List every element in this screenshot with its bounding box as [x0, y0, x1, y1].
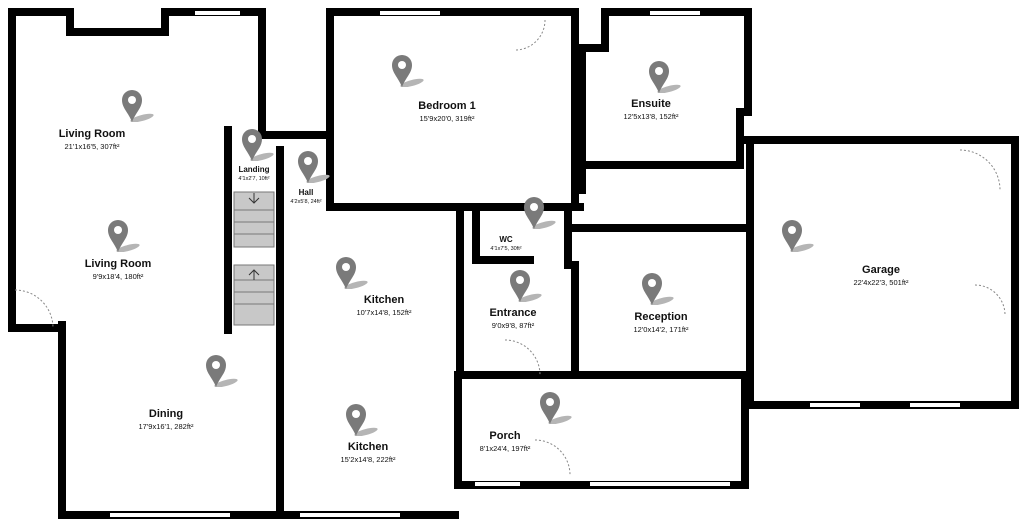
stairs: [233, 191, 275, 326]
room-garage[interactable]: Garage 22'4x22'3, 501ft²: [854, 264, 909, 287]
room-name: Landing: [238, 165, 270, 174]
map-pin-icon[interactable]: [240, 127, 276, 162]
room-ensuite[interactable]: Ensuite 12'5x13'8, 152ft²: [624, 98, 679, 121]
room-reception[interactable]: Reception 12'0x14'2, 171ft²: [634, 311, 689, 334]
map-pin-icon[interactable]: [390, 53, 426, 88]
room-dimensions: 15'9x20'0, 319ft²: [419, 114, 475, 123]
room-dimensions: 22'4x22'3, 501ft²: [853, 278, 909, 287]
room-landing[interactable]: Landing 4'1x2'7, 10ft²: [238, 165, 269, 182]
map-pin-icon[interactable]: [538, 390, 574, 425]
room-living-room-1[interactable]: Living Room 21'1x16'5, 307ft²: [59, 128, 126, 151]
room-kitchen-1[interactable]: Kitchen 10'7x14'8, 152ft²: [357, 294, 412, 317]
room-kitchen-2[interactable]: Kitchen 15'2x14'8, 222ft²: [341, 441, 396, 464]
room-entrance[interactable]: Entrance 9'0x9'8, 87ft²: [489, 307, 536, 330]
room-porch[interactable]: Porch 8'1x24'4, 197ft²: [480, 430, 531, 453]
room-dimensions: 15'2x14'8, 222ft²: [340, 455, 396, 464]
room-name: Bedroom 1: [418, 100, 476, 112]
room-dimensions: 9'9x18'4, 180ft²: [92, 272, 144, 281]
room-dimensions: 17'9x16'1, 282ft²: [138, 422, 194, 431]
room-dimensions: 9'0x9'8, 87ft²: [491, 321, 535, 330]
room-name: Kitchen: [347, 441, 389, 453]
room-name: Porch: [489, 430, 521, 442]
room-dimensions: 4'2x5'8, 24ft²: [290, 199, 322, 205]
room-dimensions: 12'5x13'8, 152ft²: [623, 112, 679, 121]
map-pin-icon[interactable]: [508, 268, 544, 303]
room-name: Reception: [634, 311, 688, 323]
room-name: Kitchen: [363, 294, 405, 306]
map-pin-icon[interactable]: [344, 402, 380, 437]
map-pin-icon[interactable]: [334, 255, 370, 290]
map-pin-icon[interactable]: [106, 218, 142, 253]
room-dimensions: 8'1x24'4, 197ft²: [479, 444, 531, 453]
room-dimensions: 4'1x2'7, 10ft²: [238, 176, 270, 182]
room-dimensions: 12'0x14'2, 171ft²: [633, 325, 689, 334]
room-name: Dining: [148, 408, 184, 420]
room-dimensions: 21'1x16'5, 307ft²: [64, 142, 120, 151]
map-pin-icon[interactable]: [120, 88, 156, 123]
map-pin-icon[interactable]: [204, 353, 240, 388]
map-pin-icon[interactable]: [640, 271, 676, 306]
room-hall[interactable]: Hall 4'2x5'8, 24ft²: [290, 188, 321, 205]
room-dimensions: 10'7x14'8, 152ft²: [356, 308, 412, 317]
room-name: Living Room: [58, 128, 126, 140]
arrow-up-icon: [248, 269, 260, 280]
room-name: Garage: [862, 264, 900, 276]
room-dimensions: 4'1x7'5, 30ft²: [490, 246, 522, 252]
map-pin-icon[interactable]: [296, 149, 332, 184]
map-pin-icon[interactable]: [522, 195, 558, 230]
room-name: Entrance: [489, 307, 537, 319]
room-bedroom-1[interactable]: Bedroom 1 15'9x20'0, 319ft²: [418, 100, 475, 123]
room-name: Hall: [298, 188, 314, 197]
map-pin-icon[interactable]: [780, 218, 816, 253]
room-name: WC: [499, 235, 513, 244]
room-living-room-2[interactable]: Living Room 9'9x18'4, 180ft²: [85, 258, 152, 281]
arrow-down-icon: [248, 193, 260, 204]
map-pin-icon[interactable]: [647, 59, 683, 94]
room-name: Ensuite: [631, 98, 671, 110]
room-dining[interactable]: Dining 17'9x16'1, 282ft²: [139, 408, 194, 431]
room-name: Living Room: [84, 258, 152, 270]
room-wc[interactable]: WC 4'1x7'5, 30ft²: [490, 235, 521, 252]
